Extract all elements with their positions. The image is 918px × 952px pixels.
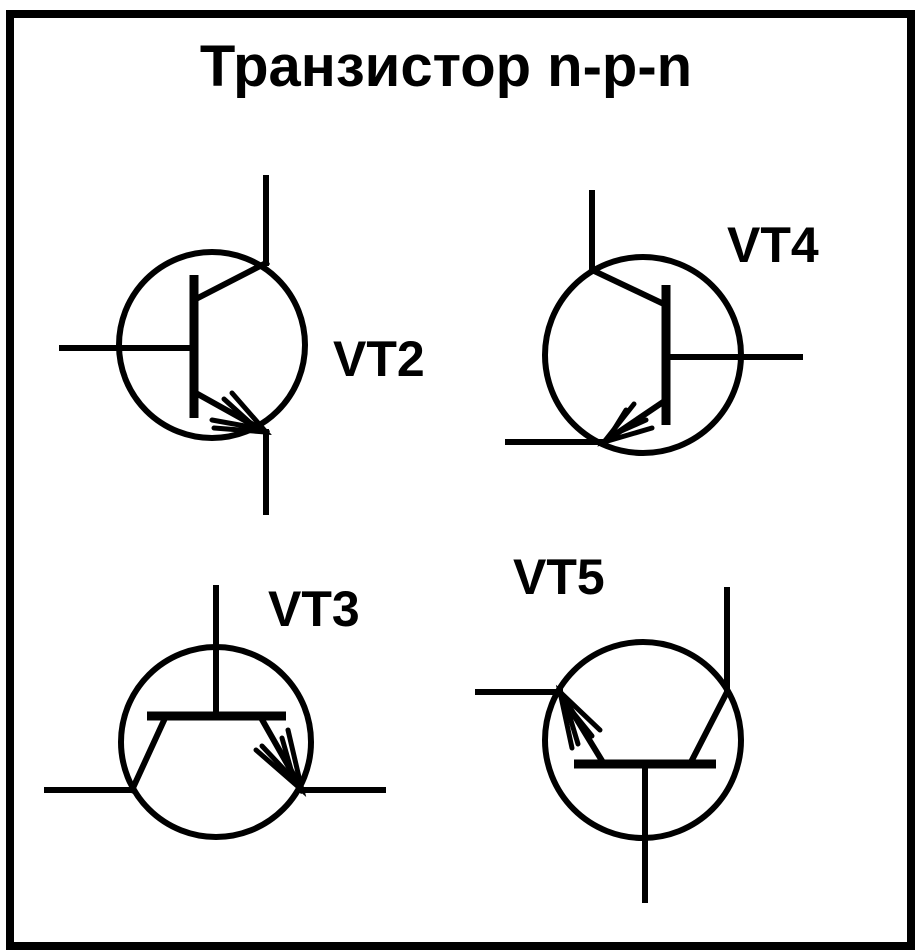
transistor-vt2: VT2 xyxy=(59,175,425,515)
vt3-label: VT3 xyxy=(268,581,360,637)
vt4-collector-diagonal xyxy=(588,266,670,309)
vt4-emitter-arrow xyxy=(597,401,655,447)
diagram-title: Транзистор n-p-n xyxy=(200,34,692,99)
vt4-label: VT4 xyxy=(727,217,819,273)
vt2-collector-diagonal xyxy=(189,258,271,305)
transistor-vt5: VT5 xyxy=(475,549,744,903)
vt2-label: VT2 xyxy=(333,331,425,387)
transistor-vt4: VT4 xyxy=(505,190,819,456)
vt5-collector-diagonal xyxy=(685,687,732,769)
vt3-collector-diagonal xyxy=(128,712,170,794)
vt5-emitter-arrow xyxy=(555,684,603,751)
transistor-vt3: VT3 xyxy=(44,581,386,840)
diagram-frame xyxy=(6,10,915,950)
vt2-emitter-arrow xyxy=(209,390,272,435)
vt5-label: VT5 xyxy=(513,549,605,605)
vt3-emitter-arrow xyxy=(253,727,307,797)
